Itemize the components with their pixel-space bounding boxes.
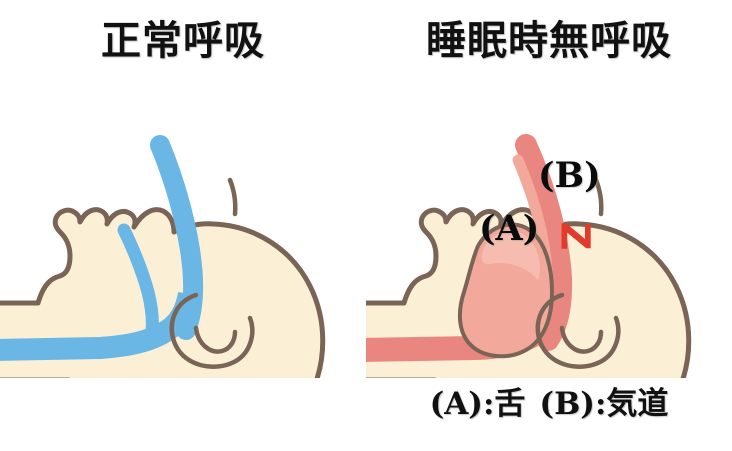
trachea-band-left: [0, 291, 200, 361]
tongue-highlight: [481, 230, 540, 280]
eye-line-right: [593, 177, 604, 217]
ear-left: [169, 292, 255, 369]
nasal-passage-inner: [117, 223, 159, 339]
airway-band-outer: [515, 134, 573, 351]
normal-breathing-drawing: [0, 135, 326, 378]
legend-item-tongue: (A):舌: [429, 386, 526, 422]
sleep-apnea-drawing: [366, 134, 692, 378]
figure-sleep-apnea: [366, 78, 732, 378]
open-airway-blue: [0, 135, 204, 361]
head-outline-left: [0, 207, 326, 378]
title-normal-breathing: 正常呼吸: [101, 18, 265, 64]
eye-line-left: [227, 177, 238, 217]
legend: (A):舌 (B):気道: [366, 378, 732, 423]
ear-right: [535, 292, 621, 369]
head-profile-left: [0, 207, 326, 378]
legend-item-airway: (B):気道: [539, 386, 669, 422]
snore-z-icon: Z: [551, 221, 598, 251]
figure-normal-breathing: [0, 78, 366, 378]
title-sleep-apnea: 睡眠時無呼吸: [426, 18, 672, 64]
